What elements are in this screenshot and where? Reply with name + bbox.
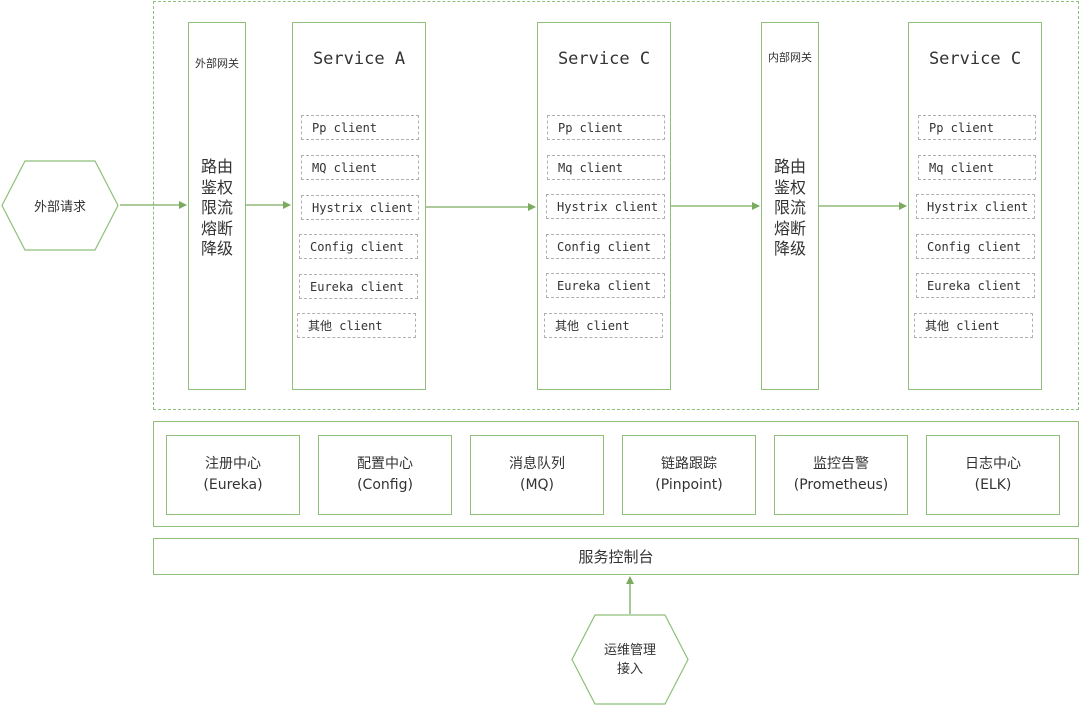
service-client: 其他 client (297, 313, 416, 338)
gateway-function: 降级 (200, 239, 233, 258)
service-client: Eureka client (299, 274, 418, 299)
internal-gateway-label: 内部网关 (768, 51, 812, 64)
component-sub: (ELK) (974, 477, 1012, 493)
gateway-function: 限流 (200, 198, 233, 217)
service-client: MQ client (301, 155, 419, 180)
component-sub: (Eureka) (203, 477, 263, 493)
service-title: Service C (928, 49, 1022, 69)
service-client: Hystrix client (301, 195, 419, 220)
service-client: Pp client (301, 115, 419, 140)
infrastructure-container (153, 421, 1079, 527)
component-name: 消息队列 (509, 456, 565, 472)
gateway-function: 鉴权 (200, 177, 233, 197)
service-title: Service C (557, 49, 651, 69)
service-client: 其他 client (544, 313, 663, 338)
ops-access-label: 运维管理 接入 (570, 614, 690, 705)
component-tracing: 链路跟踪 (Pinpoint) (622, 435, 756, 515)
component-mq: 消息队列 (MQ) (470, 435, 604, 515)
gateway-function: 路由 (200, 157, 233, 176)
service-client: Hystrix client (546, 194, 665, 219)
component-name: 链路跟踪 (661, 456, 717, 472)
service-client: Hystrix client (916, 194, 1035, 219)
service-client: Config client (299, 234, 418, 259)
external-request-hexagon (1, 160, 119, 251)
external-request-label: 外部请求 (33, 200, 86, 215)
service-client: Mq client (547, 155, 665, 180)
component-monitoring: 监控告警 (Prometheus) (774, 435, 908, 515)
internal-gateway: 内部网关 路由 鉴权 限流 熔断 降级 (761, 22, 819, 390)
external-gateway-label: 外部网关 (195, 57, 239, 70)
service-title: Service A (312, 49, 406, 69)
service-client: Mq client (918, 155, 1036, 180)
component-sub: (Pinpoint) (655, 477, 723, 493)
service-client: Pp client (547, 115, 665, 140)
service-client: Eureka client (916, 273, 1035, 298)
internal-gateway-functions: 路由 鉴权 限流 熔断 降级 (762, 157, 818, 260)
component-config: 配置中心 (Config) (318, 435, 452, 515)
gateway-function: 熔断 (200, 218, 233, 238)
component-logging: 日志中心 (ELK) (926, 435, 1060, 515)
component-sub: (Prometheus) (793, 477, 889, 493)
external-gateway: 外部网关 路由 鉴权 限流 熔断 降级 (188, 22, 246, 390)
gateway-function: 熔断 (773, 218, 806, 238)
gateway-function: 鉴权 (773, 177, 806, 197)
service-console: 服务控制台 (153, 538, 1079, 575)
service-client: Config client (916, 234, 1035, 259)
gateway-function: 降级 (773, 239, 806, 258)
gateway-function: 限流 (773, 198, 806, 217)
service-client: 其他 client (914, 313, 1033, 338)
gateway-function: 路由 (773, 157, 806, 176)
component-name: 配置中心 (357, 456, 413, 472)
service-client: Config client (546, 234, 665, 259)
ops-access-line: 运维管理 (603, 642, 656, 658)
ops-access-line: 接入 (616, 661, 643, 677)
component-registry: 注册中心 (Eureka) (166, 435, 300, 515)
component-name: 监控告警 (813, 456, 869, 472)
service-client: Pp client (918, 115, 1036, 140)
component-name: 注册中心 (205, 456, 261, 472)
component-name: 日志中心 (965, 456, 1021, 472)
ops-access-hexagon (571, 614, 689, 705)
component-sub: (MQ) (519, 477, 555, 493)
external-gateway-functions: 路由 鉴权 限流 熔断 降级 (189, 157, 245, 260)
service-client: Eureka client (546, 273, 665, 298)
service-console-label: 服务控制台 (578, 548, 654, 566)
component-sub: (Config) (357, 477, 413, 493)
